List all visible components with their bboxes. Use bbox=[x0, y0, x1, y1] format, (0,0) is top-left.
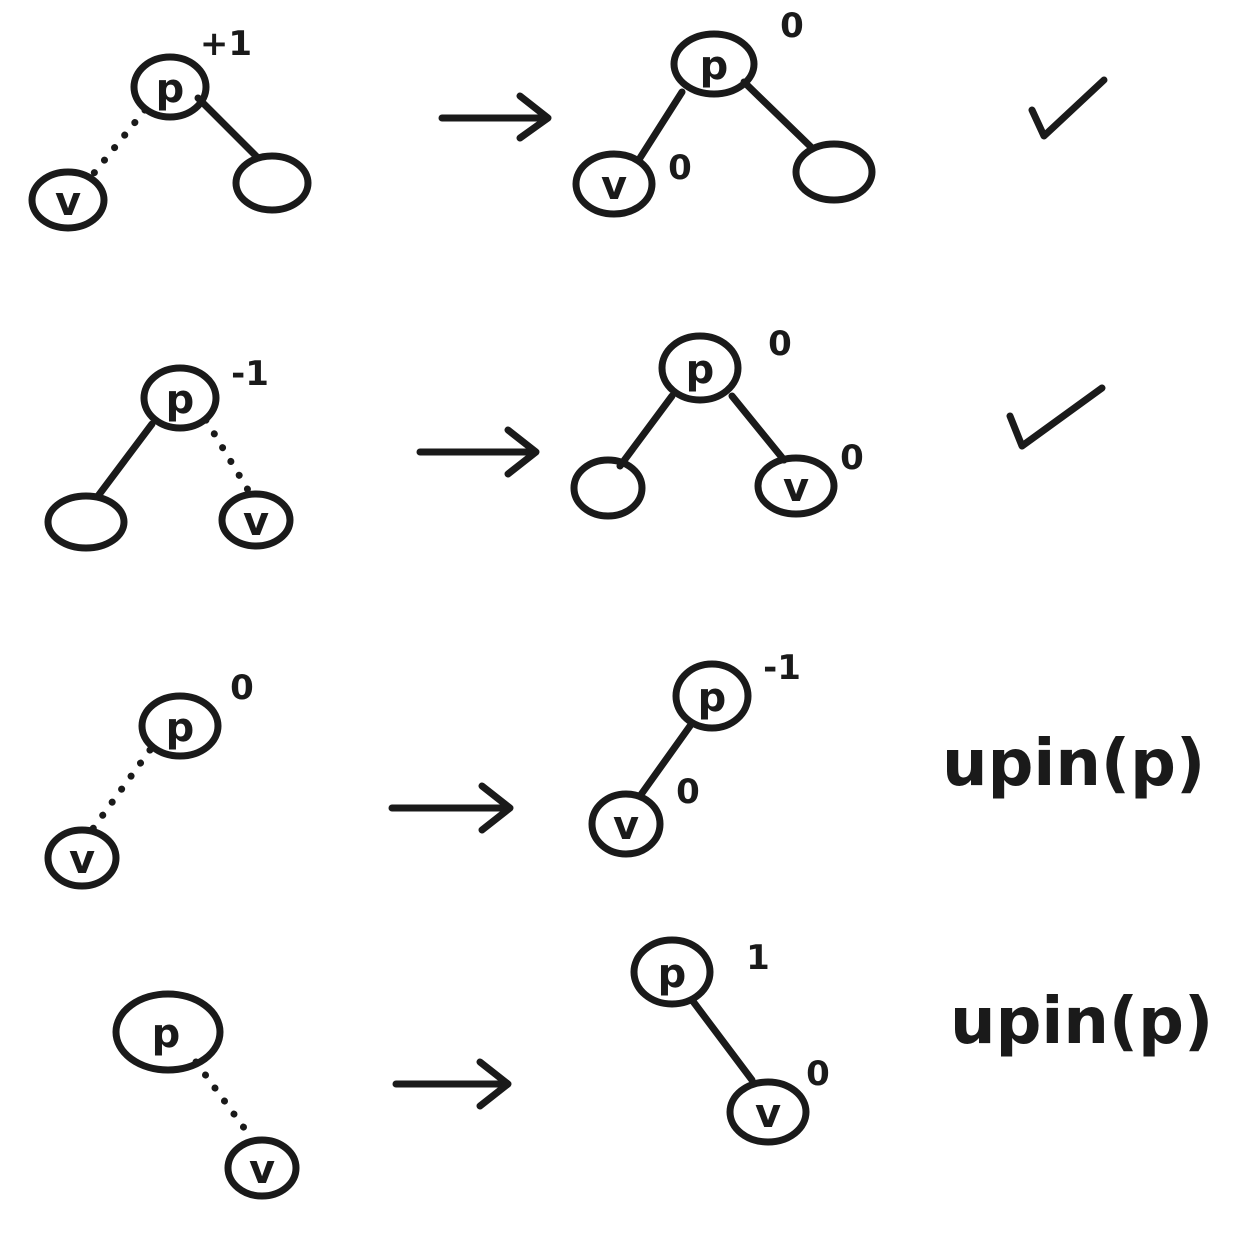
parent-node bbox=[130, 53, 210, 121]
parent-node-label: p bbox=[152, 1011, 181, 1057]
parent-balance: 0 bbox=[768, 324, 792, 364]
parent-balance: 0 bbox=[230, 668, 254, 708]
tree-edge bbox=[740, 78, 816, 152]
transform-arrow bbox=[438, 92, 552, 142]
new-node-label: v bbox=[783, 465, 809, 511]
case-row-4: p v p 1 v 0 upin(p) bbox=[112, 936, 1213, 1200]
tree-edge bbox=[194, 94, 262, 162]
parent-node-label: p bbox=[156, 66, 185, 112]
new-node-balance: 0 bbox=[668, 148, 692, 188]
parent-balance: 0 bbox=[780, 6, 804, 46]
upin-result-text: upin(p) bbox=[950, 985, 1213, 1059]
new-node-label: v bbox=[69, 837, 95, 883]
before-tree-1: p +1 v bbox=[28, 24, 312, 232]
transform-arrow bbox=[388, 782, 514, 834]
new-node-label: v bbox=[243, 499, 269, 545]
parent-node bbox=[140, 364, 220, 432]
after-tree-2: p 0 v 0 bbox=[570, 324, 864, 520]
check-mark-icon bbox=[1006, 384, 1106, 450]
new-node bbox=[218, 490, 294, 550]
new-node-label: v bbox=[249, 1147, 275, 1193]
tree-edge bbox=[94, 420, 156, 500]
tree-edge bbox=[728, 392, 788, 464]
case-row-3: p 0 v p -1 v 0 upin(p) bbox=[44, 648, 1205, 890]
before-tree-4: p v bbox=[112, 990, 300, 1200]
parent-node bbox=[670, 30, 758, 98]
transform-arrow bbox=[392, 1058, 512, 1110]
case-row-1: p +1 v p 0 v 0 bbox=[28, 6, 1108, 232]
before-tree-2: p -1 v bbox=[44, 354, 294, 552]
dotted-edge bbox=[202, 416, 252, 494]
parent-node bbox=[672, 660, 752, 732]
parent-node-label: p bbox=[658, 951, 687, 997]
parent-node-label: p bbox=[686, 347, 715, 393]
new-node-balance: 0 bbox=[676, 772, 700, 812]
transform-arrow bbox=[416, 426, 540, 478]
new-node bbox=[754, 454, 838, 518]
new-node bbox=[572, 150, 656, 218]
tree-edge bbox=[616, 392, 676, 470]
case-row-2: p -1 v p 0 v 0 bbox=[44, 324, 1106, 552]
new-node-label: v bbox=[55, 179, 81, 225]
parent-balance: -1 bbox=[763, 648, 801, 688]
after-tree-3: p -1 v 0 bbox=[588, 648, 801, 858]
new-node-balance: 0 bbox=[840, 438, 864, 478]
tree-edge bbox=[688, 996, 756, 1084]
new-node-label: v bbox=[755, 1091, 781, 1137]
sibling-node bbox=[792, 140, 876, 204]
parent-node bbox=[138, 692, 222, 760]
before-tree-3: p 0 v bbox=[44, 668, 254, 890]
upin-result-text: upin(p) bbox=[942, 727, 1205, 801]
sibling-node bbox=[570, 456, 646, 520]
parent-node-label: p bbox=[698, 675, 727, 721]
parent-balance: 1 bbox=[746, 938, 770, 978]
dotted-edge bbox=[86, 106, 149, 182]
dotted-edge bbox=[88, 746, 154, 834]
new-node bbox=[28, 168, 108, 232]
after-tree-4: p 1 v 0 bbox=[630, 936, 830, 1146]
parent-node-label: p bbox=[166, 705, 195, 751]
new-node bbox=[588, 790, 664, 858]
sibling-node bbox=[44, 492, 128, 552]
parent-node bbox=[630, 936, 714, 1008]
parent-node bbox=[658, 332, 742, 404]
parent-balance: +1 bbox=[200, 24, 252, 64]
new-node bbox=[726, 1078, 810, 1146]
tree-edge bbox=[636, 88, 686, 162]
new-node-label: v bbox=[601, 163, 627, 209]
check-mark-icon bbox=[1028, 76, 1108, 140]
new-node bbox=[44, 826, 120, 890]
new-node bbox=[224, 1136, 300, 1200]
tree-edge bbox=[636, 722, 694, 800]
parent-node-label: p bbox=[700, 43, 729, 89]
after-tree-1: p 0 v 0 bbox=[572, 6, 876, 218]
new-node-label: v bbox=[613, 803, 639, 849]
new-node-balance: 0 bbox=[806, 1054, 830, 1094]
parent-balance: -1 bbox=[231, 354, 269, 394]
dotted-edge bbox=[192, 1058, 254, 1140]
parent-node-label: p bbox=[166, 377, 195, 423]
parent-node bbox=[112, 990, 224, 1074]
sibling-node bbox=[232, 152, 312, 214]
